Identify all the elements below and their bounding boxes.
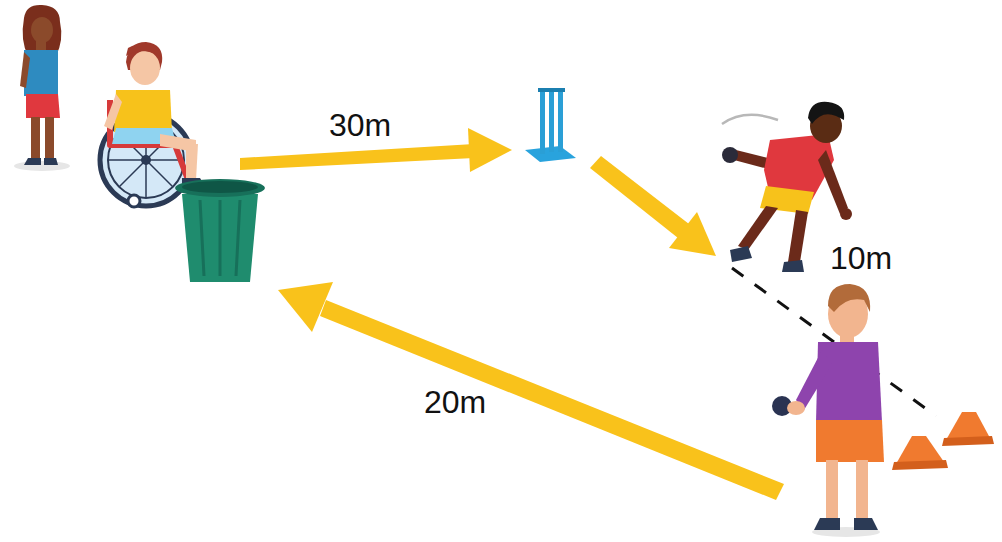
- arm: [20, 52, 30, 88]
- hand: [840, 208, 852, 220]
- stump: [558, 92, 563, 152]
- bin-body: [182, 194, 258, 282]
- hair: [808, 102, 844, 124]
- neck: [36, 40, 46, 50]
- shoe: [782, 260, 804, 272]
- bin-opening: [182, 181, 258, 193]
- head: [130, 51, 160, 85]
- arm: [104, 94, 122, 130]
- motion-arc: [722, 115, 778, 124]
- cone-base: [942, 436, 994, 446]
- standing-girl: [14, 5, 70, 171]
- arrow-head: [468, 128, 512, 172]
- shirt: [816, 342, 882, 422]
- green-bin: [175, 179, 265, 282]
- sleeve: [796, 350, 832, 410]
- ball: [722, 147, 738, 163]
- arrow-head: [278, 282, 333, 332]
- cone: [946, 412, 990, 440]
- bin-rim: [175, 179, 265, 197]
- shorts: [816, 420, 884, 462]
- leg: [31, 117, 40, 159]
- spokes: [108, 122, 184, 198]
- hair: [23, 5, 62, 56]
- leg: [826, 460, 838, 520]
- shoe: [854, 518, 878, 530]
- dimension-label: 30m: [329, 109, 391, 141]
- shirt: [114, 90, 172, 132]
- waiting-boy: [772, 284, 884, 537]
- arm: [818, 150, 848, 214]
- arrow-shaft: [240, 144, 474, 170]
- shoe: [730, 246, 752, 262]
- shadow: [14, 161, 70, 171]
- leg: [856, 460, 868, 520]
- shoe: [24, 158, 41, 165]
- shorts: [26, 94, 60, 118]
- stump: [549, 90, 554, 152]
- shirt: [24, 50, 58, 96]
- arrow-head: [669, 212, 716, 256]
- cone: [896, 436, 944, 464]
- bin-ribs: [200, 200, 240, 276]
- shoe: [814, 518, 840, 530]
- arrow-shaft: [590, 156, 689, 238]
- leg: [738, 206, 778, 250]
- wicket: [525, 88, 576, 162]
- hand: [787, 401, 805, 415]
- hair: [828, 284, 870, 312]
- arrow-shaft: [320, 300, 784, 500]
- dimension-label: 10m: [830, 242, 892, 274]
- cones: [892, 412, 994, 470]
- shin: [186, 144, 198, 180]
- dimension-label: 20m: [424, 386, 486, 418]
- yellow-arrows: [240, 128, 784, 500]
- stump: [540, 92, 545, 154]
- leg: [45, 117, 54, 159]
- leg: [788, 210, 808, 262]
- caster: [128, 195, 140, 207]
- fringe: [126, 43, 160, 56]
- wheel-rim: [108, 122, 184, 198]
- hub: [141, 155, 151, 165]
- head: [31, 17, 53, 43]
- cone-base: [892, 460, 948, 470]
- shoe: [44, 158, 58, 165]
- bails: [538, 88, 565, 92]
